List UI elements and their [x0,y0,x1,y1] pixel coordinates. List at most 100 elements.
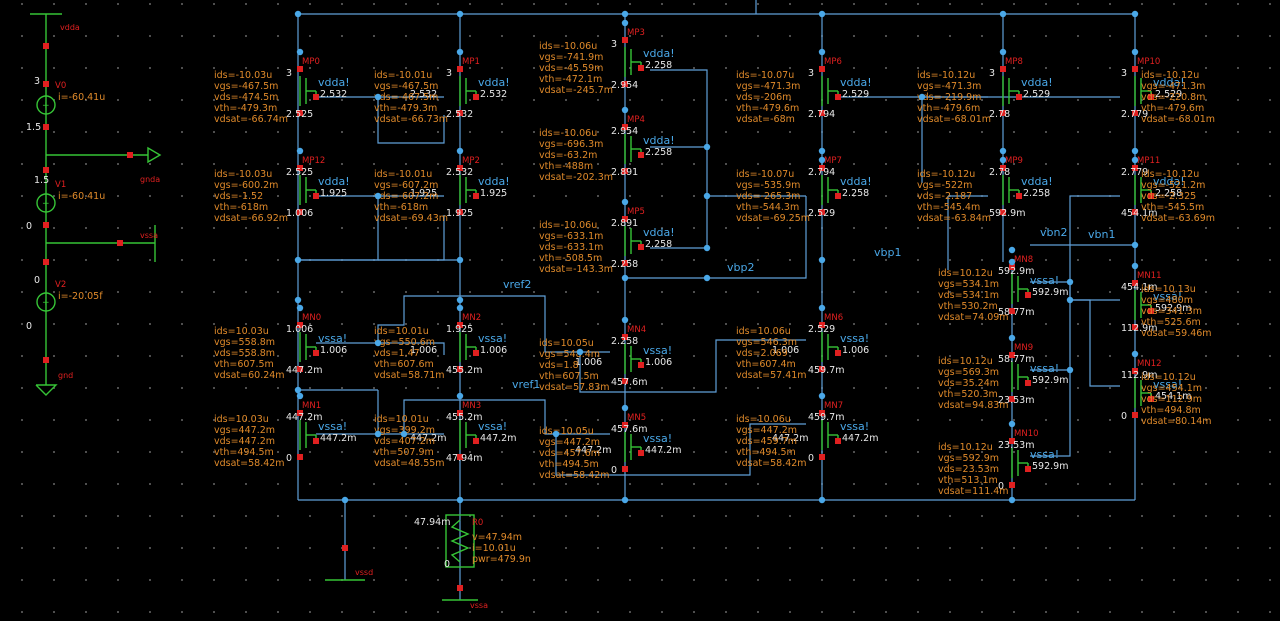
op-point-4: vdsat=80.14m [1141,416,1212,427]
pin-marker [1009,264,1015,270]
op-point-1: vgs=454.1m [1141,383,1202,394]
device-mp8[interactable]: MP8vdda!32.5292.78ids=-10.12uvgs=-471.3m… [917,57,1053,125]
device-mn7[interactable]: MN7vssa!459.7m447.2m0447.2mids=10.06uvgs… [736,401,878,469]
device-mp11[interactable]: MP11vdda!2.7792.258454.1mids=-10.12uvgs=… [1121,156,1215,224]
device-mn2[interactable]: MN2vssa!1.9251.006455.2m1.006ids=10.01uv… [374,313,507,381]
bulk-label: vdda! [1021,76,1053,89]
op-point-2: vds=23.53m [938,464,999,475]
source-name-2: V2 [55,280,66,290]
device-mp9[interactable]: MP9vdda!2.782.258592.9mids=-10.12uvgs=-5… [917,156,1053,224]
gate-voltage: 447.2m [842,433,878,444]
source-bot-0: 1.5 [26,122,41,133]
device-mn11[interactable]: MN11vssa!454.1m592.9m112.9mids=10.13uvgs… [1121,271,1212,339]
device-name: MN1 [302,401,321,411]
source-voltage: 58.77m [998,307,1034,318]
device-mn1[interactable]: MN1vssa!447.2m447.2m0ids=10.03uvgs=447.2… [214,401,356,469]
device-mp5[interactable]: MP5vdda!2.8912.2582.258ids=-10.06uvgs=-6… [539,207,675,275]
op-point-0: ids=-10.03u [214,169,272,180]
op-point-1: vgs=569.3m [938,367,999,378]
op-point-1: vgs=-471.3m [736,81,800,92]
pin-marker [457,110,463,116]
device-mn6[interactable]: MN6vssa!2.5291.006459.7m1.006ids=10.06uv… [736,313,869,381]
op-point-1: vgs=-467.5m [214,81,278,92]
device-name: MP2 [462,156,480,166]
gate-left-voltage: 447.2m [772,433,808,444]
device-mn8[interactable]: MN8vssa!592.9m592.9m58.77mids=10.12uvgs=… [938,255,1068,323]
bulk-label: vdda! [643,134,675,147]
bulk-label: vdda! [840,76,872,89]
device-name: MN3 [462,401,481,411]
resistor-name: R0 [472,518,483,528]
op-point-3: vth=607.6m [374,359,434,370]
gate-voltage: 2.258 [645,147,672,158]
drain-voltage: 447.2m [286,412,322,423]
op-point-1: vgs=-696.3m [539,139,603,150]
drain-voltage: 455.2m [446,412,482,423]
device-mn10[interactable]: MN10vssa!23.53m592.9m0ids=10.12uvgs=592.… [938,429,1068,497]
op-point-2: vds=447.2m [214,436,275,447]
device-mn3[interactable]: MN3vssa!455.2m447.2m47.94m447.2mids=10.0… [374,401,516,469]
op-point-0: ids=-10.01u [374,70,432,81]
pin-marker [1000,66,1006,72]
pin-marker [819,366,825,372]
device-mp6[interactable]: MP6vdda!32.5292.794ids=-10.07uvgs=-471.3… [736,57,872,125]
source-name-0: V0 [55,81,66,91]
device-mp0[interactable]: MP0vdda!32.5322.525ids=-10.03uvgs=-467.5… [214,57,350,125]
gate-left-voltage: 1.006 [772,345,799,356]
op-point-1: vgs=546.3m [736,337,797,348]
op-point-4: vdsat=-69.43m [374,213,448,224]
bulk-label: vdda! [318,175,350,188]
device-mp12[interactable]: MP12vdda!2.5251.9251.006ids=-10.03uvgs=-… [214,156,350,224]
device-mp4[interactable]: MP4vdda!2.9542.2582.891ids=-10.06uvgs=-6… [539,115,675,183]
op-point-0: ids=10.12u [938,356,993,367]
device-name: MP6 [824,57,842,67]
pin-marker [819,66,825,72]
net-label-vbn1: vbn1 [1088,228,1115,241]
op-point-0: ids=10.12u [938,268,993,279]
op-point-1: vgs=-741.9m [539,52,603,63]
pin-marker [638,152,644,158]
device-mn5[interactable]: MN5vssa!457.6m447.2m0447.2mids=10.05uvgs… [539,413,681,481]
op-point-3: vth=-479.6m [1141,103,1204,114]
pin-marker [835,438,841,444]
pin-marker [1132,324,1138,330]
source-voltage: 454.1m [1121,208,1157,219]
bulk-label: vssa! [1030,362,1059,375]
op-point-4: vdsat=-63.84m [917,213,991,224]
op-point-0: ids=-10.03u [214,70,272,81]
op-point-3: vth=-472.1m [539,74,602,85]
gate-voltage: 1.006 [480,345,507,356]
pin-marker [1148,396,1154,402]
device-mn9[interactable]: MN9vssa!58.77m592.9m23.53mids=10.12uvgs=… [938,343,1068,411]
device-mn12[interactable]: MN12vssa!112.9m454.1m0ids=10.12uvgs=454.… [1121,359,1212,427]
device-mp1[interactable]: MP1vdda!32.5322.5322.532ids=-10.01uvgs=-… [374,57,510,125]
source-voltage: 2.891 [611,167,638,178]
op-point-2: vds=-63.2m [539,150,597,161]
pin-marker [1132,209,1138,215]
source-voltage: 2.258 [611,259,638,270]
op-point-3: vth=-479.3m [214,103,277,114]
net-label-vref2: vref2 [503,278,531,291]
device-mp2[interactable]: MP2vdda!2.5321.9251.9251.925ids=-10.01uv… [374,156,510,224]
device-mp10[interactable]: MP10vdda!32.5292.779ids=-10.12uvgs=-471.… [1121,57,1215,125]
gate-left-voltage: 1.006 [410,345,437,356]
device-name: MN5 [627,413,646,423]
pin-marker [1016,193,1022,199]
drain-voltage: 3 [808,68,814,79]
device-mn0[interactable]: MN0vssa!1.0061.006447.2mids=10.03uvgs=55… [214,313,347,381]
op-point-4: vdsat=57.41m [736,370,807,381]
device-mp3[interactable]: MP3vdda!32.2582.954ids=-10.06uvgs=-741.9… [539,28,675,96]
gate-voltage: 592.9m [1032,287,1068,298]
device-mn4[interactable]: MN4vssa!2.2581.006457.6m1.006ids=10.05uv… [539,325,672,393]
pin-marker [313,94,319,100]
net-label-vbp2: vbp2 [727,261,754,274]
gate-voltage: 447.2m [320,433,356,444]
pin-marker [1148,94,1154,100]
pin-marker [622,466,628,472]
device-mp7[interactable]: MP7vdda!2.7942.2582.529ids=-10.07uvgs=-5… [736,156,872,224]
source-voltage: 0 [611,465,617,476]
pin-marker [473,193,479,199]
op-point-4: vdsat=94.83m [938,400,1009,411]
